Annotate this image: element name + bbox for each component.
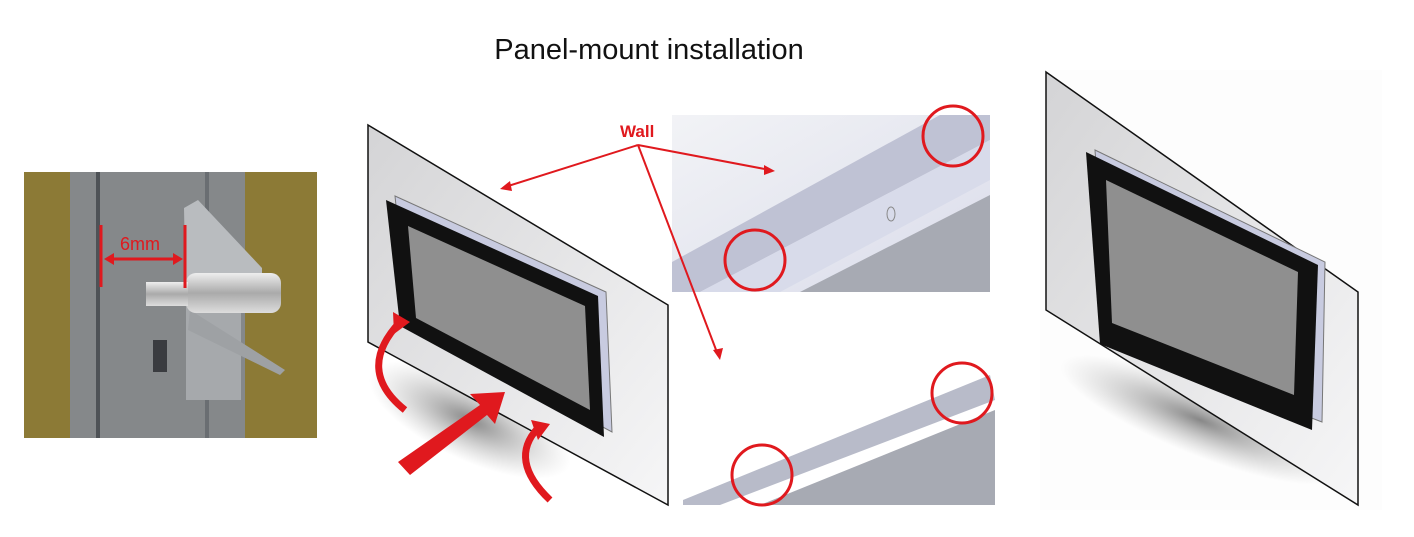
dimension-label: 6mm: [120, 234, 160, 254]
wall-label: Wall: [620, 122, 654, 141]
wall-callout-arrows: [500, 144, 775, 360]
page-title: Panel-mount installation: [494, 34, 804, 66]
monitor-screen: [408, 226, 590, 410]
clip-highlight-circle: [723, 228, 787, 292]
monitor-screen: [1106, 180, 1298, 395]
clip-highlight-circle: [930, 361, 994, 425]
installed-panel-diagram: [1040, 70, 1382, 510]
detail-top: [672, 104, 990, 292]
clamp-photo: [24, 172, 317, 438]
clip-highlight-circle: [730, 443, 794, 507]
panel-insertion-diagram: [367, 123, 669, 507]
push-arrow: [398, 392, 505, 475]
curved-arrow-left: [375, 319, 408, 413]
detail-bottom: [683, 361, 995, 507]
curved-arrow-right: [522, 425, 553, 503]
clip-highlight-circle: [921, 104, 985, 168]
